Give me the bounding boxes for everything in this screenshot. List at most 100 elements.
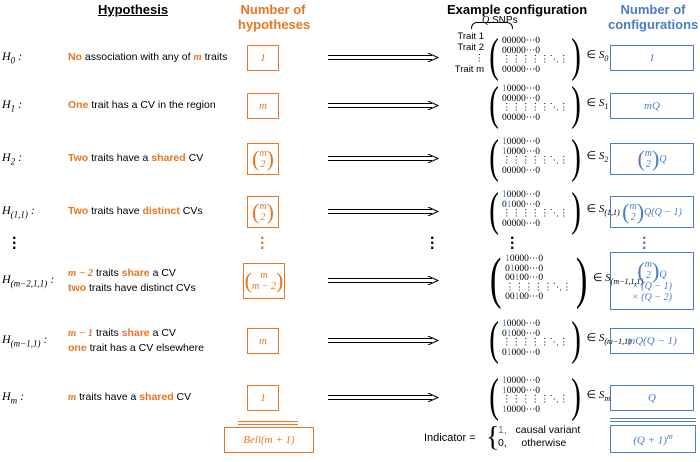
matrix-cell: ⋮ (558, 156, 569, 166)
matrix-cell: ⋮ (524, 282, 534, 293)
matrix-row: 10000⋯0 (502, 190, 569, 201)
matrix-cell: 0 (501, 328, 507, 339)
matrix-cell: 0 (501, 64, 507, 75)
matrix-cell: 0 (511, 319, 517, 329)
ellipsis-vertical: ··· (642, 230, 648, 257)
matrix-left-paren: ( (489, 77, 499, 130)
indicator-label: Indicator = (424, 432, 476, 444)
ellipsis-vertical: ··· (260, 230, 266, 257)
set-membership: ∈ S1 (586, 97, 609, 112)
matrix-row: 10000⋯0 (505, 255, 572, 265)
indicator-brace: { (486, 422, 500, 453)
matrix-cell: 0 (535, 199, 540, 210)
matrix-cell: 0 (505, 263, 510, 274)
matrix-cell: 1 (501, 146, 507, 157)
indicator-zero-text: otherwise (521, 437, 567, 449)
matrix-cell: 0 (520, 190, 526, 200)
hypothesis-label: H1 : (2, 97, 23, 114)
matrix-row: 10000⋯0 (502, 319, 569, 330)
matrix-cell: 0 (506, 93, 512, 104)
matrix-cell: 0 (516, 199, 521, 210)
matrix-cell: ⋮ (511, 338, 521, 348)
matrix-cell: 0 (520, 376, 526, 386)
matrix-row: 00000⋯0 (502, 36, 569, 47)
hypothesis-label: H(1,1) : (2, 203, 35, 220)
num-configurations-header-line2: configurations (608, 17, 699, 32)
matrix-cell: 0 (511, 36, 517, 46)
matrix-cell: 0 (511, 84, 517, 94)
matrix-right-paren: ) (571, 369, 582, 422)
hypothesis-count-box: 1 (247, 385, 279, 411)
matrix-row: ⋮⋮⋮⋮⋮⋱⋮ (501, 338, 569, 349)
matrix-cell: 1 (501, 84, 507, 94)
matrix-cell: ⋯ (525, 190, 536, 200)
matrix-cell: ⋮ (520, 209, 531, 219)
matrix-row: ⋮⋮⋮⋮⋮⋱⋮ (505, 282, 572, 294)
matrix-cell: ⋯ (525, 45, 536, 56)
matrix-cell: ⋮ (514, 282, 525, 293)
matrix-cell: 0 (520, 45, 526, 56)
matrix-cell: 0 (511, 64, 517, 75)
matrix-cell: ⋮ (530, 338, 540, 348)
matrix-row: ⋮⋮⋮⋮⋮⋱⋮ (502, 55, 569, 66)
matrix-row: 01000⋯0 (502, 347, 569, 359)
hypothesis-label: H(m−1,1) : (2, 332, 48, 349)
set-membership: ∈ S(m−1,1,1) (592, 272, 644, 287)
hypothesis-description: m traits have a shared CV (68, 391, 192, 403)
hypothesis-count-box: m (247, 93, 279, 119)
matrix-cell: ⋮ (501, 395, 512, 405)
set-membership: ∈ S0 (586, 49, 609, 64)
hypothesis-description: Two traits have a shared CV (68, 152, 204, 164)
matrix-cell: 0 (509, 292, 515, 303)
trait-label: Trait 1 (457, 31, 484, 42)
matrix-cell: ⋯ (525, 84, 536, 94)
matrix-cell: 0 (535, 45, 540, 56)
total-divider-orange (238, 421, 298, 425)
matrix-cell: ⋱ (549, 103, 559, 113)
matrix-cell: ⋱ (549, 395, 559, 405)
trait-label: ⋮ (474, 53, 485, 64)
matrix-cell: ⋮ (501, 338, 512, 348)
hypothesis-label: Hm : (2, 389, 25, 406)
matrix-cell: 0 (506, 36, 512, 46)
matrix-cell: 0 (538, 273, 544, 284)
matrix-cell: 0 (520, 36, 526, 46)
matrix-cell: 0 (524, 263, 529, 274)
matrix-cell: ⋮ (501, 156, 512, 166)
matrix-cell: ⋮ (539, 338, 550, 348)
matrix-cell: 0 (535, 385, 540, 396)
hypothesis-header: Hypothesis (98, 2, 169, 17)
num-hypotheses-header-line2: hypotheses (238, 17, 311, 32)
matrix-row: 00100⋯0 (505, 274, 572, 284)
matrix-cell: 0 (501, 218, 507, 229)
matrix-cell: 0 (519, 254, 525, 265)
total-configurations-box: (Q + 1)m (610, 425, 696, 453)
arrow-icon (328, 53, 440, 62)
matrix-cell: ⋮ (539, 209, 550, 219)
matrix-cell: 0 (511, 190, 517, 200)
matrix-left-paren: ( (489, 312, 499, 365)
arrow-icon (328, 207, 440, 216)
matrix-cell: 0 (516, 347, 521, 358)
matrix-cell: ⋯ (525, 347, 536, 358)
matrix-cell: 0 (516, 328, 521, 339)
matrix-cell: ⋮ (530, 103, 540, 113)
matrix-cell: 0 (524, 292, 529, 303)
total-hypotheses-box: Bell(m + 1) (224, 427, 314, 453)
matrix-left-paren: ( (489, 183, 499, 236)
matrix-row: 00000⋯0 (502, 93, 569, 105)
matrix-cell: 0 (516, 165, 521, 176)
matrix-cell: ⋱ (549, 55, 559, 65)
matrix-row: 10000⋯0 (501, 146, 569, 158)
matrix-cell: 0 (538, 292, 544, 303)
matrix-cell: 0 (505, 292, 510, 303)
hypothesis-count-box: m (247, 328, 279, 354)
matrix-cell: 1 (501, 404, 507, 415)
